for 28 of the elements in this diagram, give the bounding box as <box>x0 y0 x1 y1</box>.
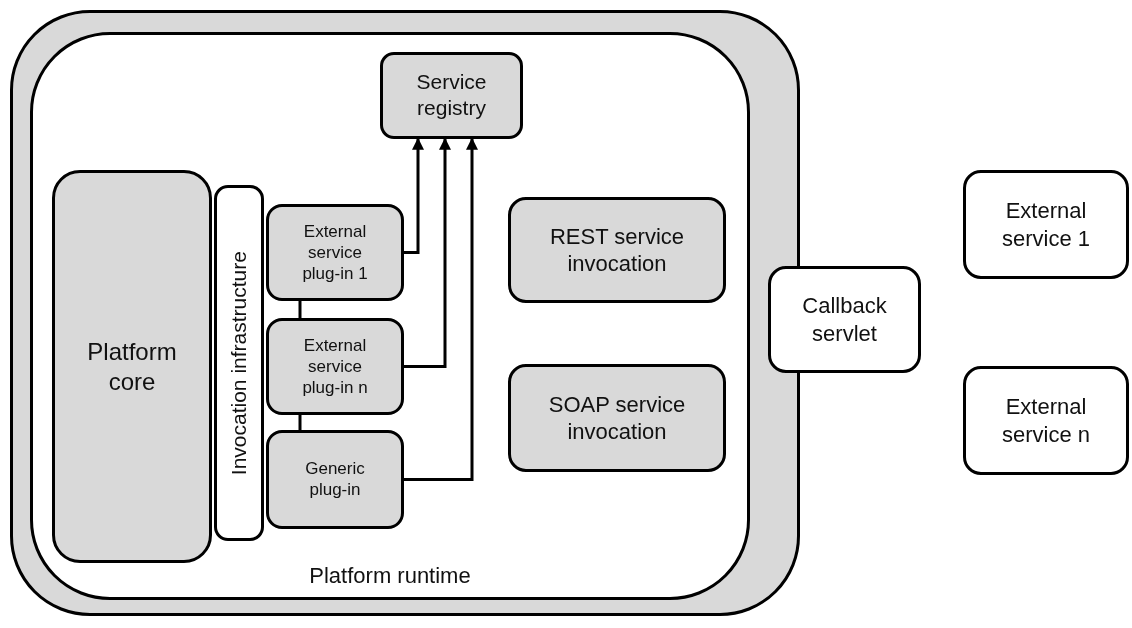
process-box <box>380 52 523 139</box>
arrow <box>404 137 478 481</box>
node-label: REST service invocation <box>548 222 686 278</box>
layer-box <box>214 185 264 541</box>
node-label: Service registry <box>415 69 488 122</box>
node-label: Generic plug-in <box>304 458 366 501</box>
arrow <box>404 137 451 368</box>
process-box <box>266 318 404 415</box>
node-label: Callback servlet <box>801 292 888 347</box>
node-label: External service plug-in 1 <box>301 220 369 285</box>
node-label: External service n <box>1000 393 1091 448</box>
process-box <box>508 364 726 472</box>
arrow <box>404 137 424 254</box>
node-label: Platform runtime <box>308 561 472 589</box>
process-box <box>266 204 404 301</box>
node-label: External service 1 <box>1000 197 1091 252</box>
node-label: Invocation infrastructure <box>225 251 251 476</box>
connector-line <box>298 301 302 318</box>
node-label: SOAP service invocation <box>547 390 687 446</box>
process-box <box>266 430 404 529</box>
process-box <box>963 170 1129 279</box>
node-label: External service plug-in n <box>301 334 369 399</box>
node-label: Platform core <box>86 336 178 397</box>
process-box <box>508 197 726 303</box>
connector-line <box>298 415 302 430</box>
process-box <box>963 366 1129 475</box>
process-box <box>52 170 212 563</box>
process-box <box>768 266 921 373</box>
